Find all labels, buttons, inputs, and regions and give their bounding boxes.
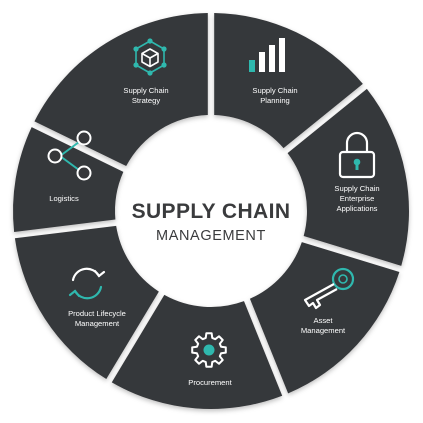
padlock-icon: [338, 131, 376, 179]
label-line: Procurement: [188, 378, 232, 387]
segment-supply-chain-planning: [214, 13, 363, 149]
key-icon: [303, 267, 355, 310]
label-supply-chain-enterprise-applications: Supply Chain Enterprise Applications: [334, 184, 379, 213]
segment-procurement: [111, 294, 283, 410]
gear-icon: [191, 332, 227, 368]
share-nodes-icon: [47, 130, 92, 181]
diagram-subtitle: MANAGEMENT: [156, 228, 266, 244]
bar-chart-icon: [249, 38, 285, 72]
label-line: Planning: [260, 96, 290, 105]
label-line: Supply Chain: [334, 184, 379, 193]
label-line: Logistics: [49, 194, 79, 203]
label-line: Supply Chain: [252, 86, 297, 95]
label-procurement: Procurement: [188, 378, 232, 387]
cube-network-icon: [133, 38, 167, 76]
cycle-arrows-icon: [68, 267, 106, 300]
label-line: Management: [301, 326, 346, 335]
label-line: Product Lifecycle: [68, 309, 126, 318]
label-logistics: Logistics: [49, 194, 79, 203]
segment-product-lifecycle-management: [14, 225, 159, 380]
label-line: Enterprise: [340, 194, 375, 203]
label-asset-management: Asset Management: [301, 316, 346, 335]
label-line: Asset: [314, 316, 334, 325]
label-product-lifecycle-management: Product Lifecycle Management: [68, 309, 126, 328]
segment-logistics: [12, 127, 124, 232]
segment-asset-management: [249, 242, 400, 394]
label-line: Strategy: [132, 96, 160, 105]
label-line: Supply Chain: [123, 86, 168, 95]
label-supply-chain-strategy: Supply Chain Strategy: [123, 86, 168, 105]
label-line: Applications: [337, 204, 378, 213]
label-supply-chain-planning: Supply Chain Planning: [252, 86, 297, 105]
diagram-title: SUPPLY CHAIN: [132, 200, 291, 223]
label-line: Management: [75, 319, 120, 328]
